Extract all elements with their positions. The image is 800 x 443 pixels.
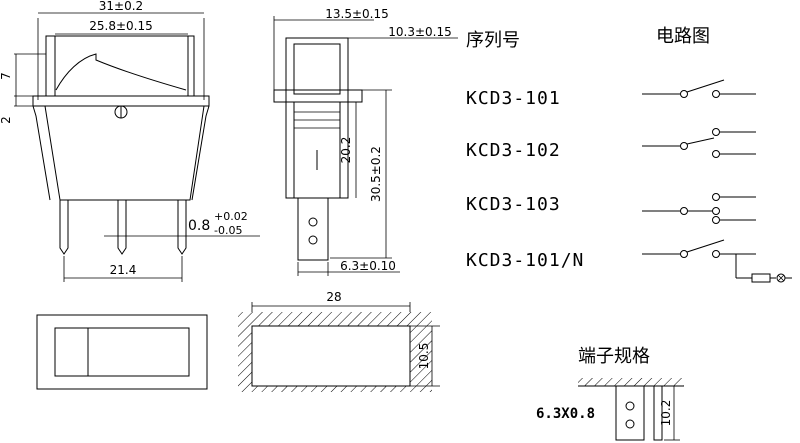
terminal-edge <box>653 385 663 441</box>
circuit-kcd3-101 <box>642 79 756 98</box>
side-terminal <box>297 197 329 261</box>
inner-width-label: 25.8±0.15 <box>89 19 153 33</box>
total-height-label: 30.5±0.2 <box>369 146 383 202</box>
pin-right <box>177 200 187 255</box>
side-view: 13.5±0.15 10.3±0.15 6.3±0.10 20.2 30.5±0… <box>273 7 458 276</box>
terminal-width-label: 6.3±0.10 <box>340 259 396 273</box>
side-width-label: 13.5±0.15 <box>325 7 389 21</box>
terminal-blade <box>615 385 645 441</box>
circuit-header: 电路图 <box>656 26 710 47</box>
pin-left <box>59 200 69 255</box>
flange-label: 2 <box>0 116 13 124</box>
cutout-height-label: 10.5 <box>417 343 431 370</box>
circuit-kcd3-101n <box>642 239 792 283</box>
side-inner-width-label: 10.3±0.15 <box>388 25 452 39</box>
model-kcd3-101n: KCD3-101/N <box>466 250 584 271</box>
overall-width-label: 31±0.2 <box>99 0 143 13</box>
pin-tol-plus: +0.02 <box>214 210 248 223</box>
front-flange <box>32 95 210 107</box>
rocker-height-label: 7 <box>0 72 13 80</box>
terminal-base-hatch <box>578 378 684 386</box>
rocker-bezel <box>45 35 195 97</box>
terminal-spec-header: 端子规格 <box>578 346 650 367</box>
left-clip <box>32 105 51 201</box>
panel-window <box>54 327 190 377</box>
terminal-spec: 端子规格 10.2 6.3X0.8 <box>536 346 684 441</box>
model-kcd3-103: KCD3-103 <box>466 194 561 215</box>
front-body <box>44 105 205 201</box>
pin-center <box>117 200 127 255</box>
side-flange <box>273 89 363 103</box>
circuit-kcd3-103 <box>642 193 756 224</box>
panel-front-view <box>36 314 208 390</box>
series-header: 序列号 <box>466 30 520 51</box>
body-height-label: 20.2 <box>339 137 353 164</box>
pin-span-label: 21.4 <box>110 263 137 277</box>
cutout-hole <box>251 325 411 387</box>
right-clip <box>191 105 210 201</box>
cutout-width-label: 28 <box>326 290 341 304</box>
terminal-size-label: 6.3X0.8 <box>536 406 595 422</box>
pin-tol-minus: -0.05 <box>214 224 242 237</box>
terminal-length-label: 10.2 <box>659 400 673 427</box>
model-kcd3-102: KCD3-102 <box>466 140 561 161</box>
side-rocker <box>285 37 349 103</box>
resistor-icon <box>751 273 771 283</box>
panel-outer <box>36 314 208 390</box>
pin-thickness-label: 0.8 <box>188 218 210 234</box>
rocker-profile <box>55 53 187 91</box>
front-view: 31±0.2 25.8±0.15 7 2 0.8 +0.02 -0.05 <box>0 0 260 282</box>
circuit-kcd3-102 <box>642 128 756 158</box>
panel-cutout-view: 28 10.5 <box>238 290 440 392</box>
model-kcd3-101: KCD3-101 <box>466 88 561 109</box>
